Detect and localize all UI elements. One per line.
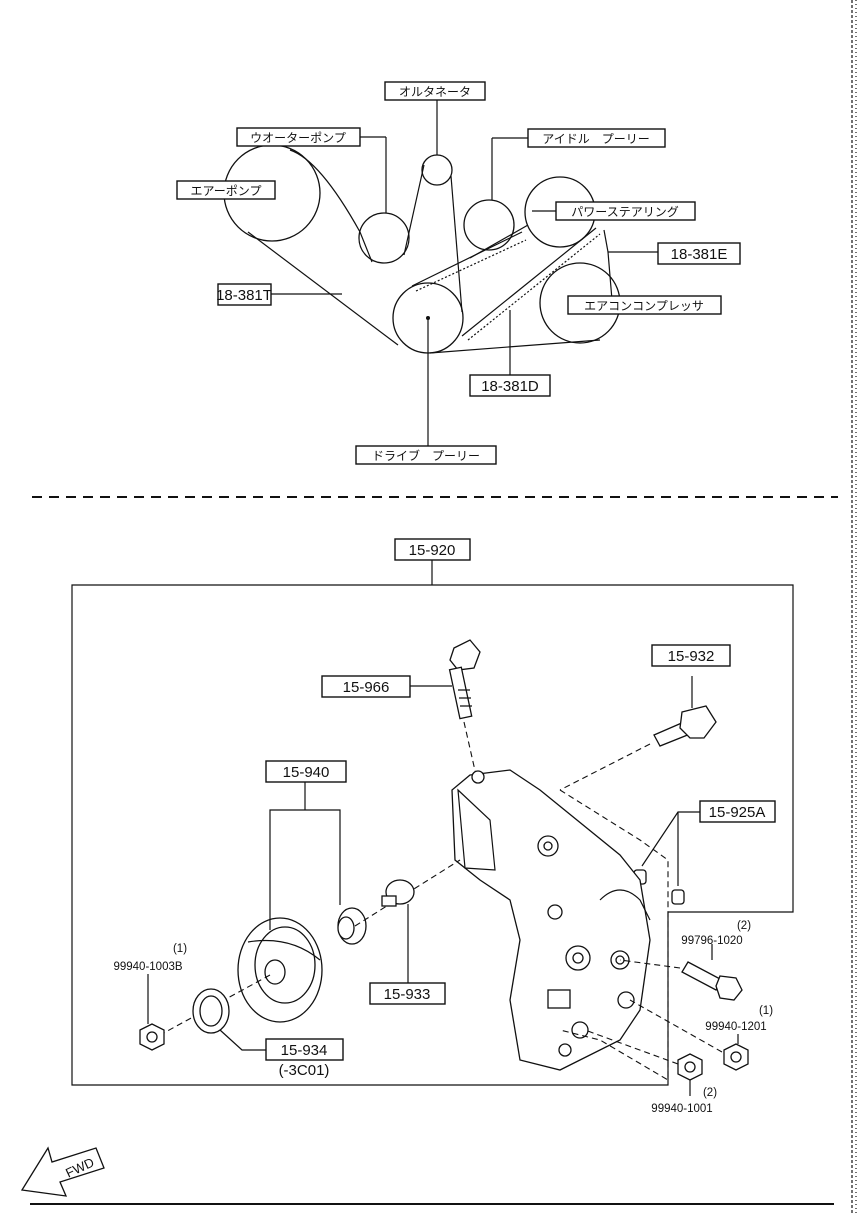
- qty-nut-bottom: (2): [703, 1087, 717, 1099]
- label-nut-left: 99940-1003B: [113, 961, 182, 973]
- label-washer: 15-934: [281, 1042, 328, 1059]
- label-power-steering: パワーステアリング: [571, 205, 678, 219]
- belt-t-upper: [289, 149, 373, 263]
- nut-left: [139, 974, 165, 1051]
- label-idle-pulley: アイドル プーリー: [542, 132, 649, 146]
- right-border: [851, 0, 857, 1214]
- label-belt-t: 18-381T: [216, 287, 272, 304]
- idler-pulley: [159, 859, 461, 1036]
- water-pump-pulley: [358, 212, 410, 264]
- label-belt-d: 18-381D: [481, 378, 539, 395]
- adjust-bolt: [559, 676, 717, 791]
- label-ac-compressor: エアコンコンプレッサ: [584, 299, 704, 313]
- belt-t-lower: [247, 231, 399, 346]
- label-assembly: 15-920: [409, 542, 456, 559]
- qty-bolt-right: (2): [737, 920, 751, 932]
- bracket-body: [451, 769, 651, 1071]
- label-air-pump: エアーポンプ: [191, 184, 262, 198]
- label-belt-e: 18-381E: [671, 246, 728, 263]
- long-bolt: [448, 639, 481, 776]
- label-dowel-pins: 15-925A: [709, 804, 766, 821]
- nut-bottom: [584, 1029, 703, 1096]
- bracket-assembly: 15-920 15-966 15-932 15-925A: [71, 538, 794, 1115]
- qty-nut-left: (1): [173, 943, 187, 955]
- label-alternator: オルタネータ: [399, 85, 471, 99]
- shaft: [381, 879, 415, 983]
- washer: [192, 988, 266, 1051]
- label-adjust-bolt: 15-932: [668, 648, 715, 665]
- belt-t-alt-right: [450, 175, 463, 313]
- belt-t-alt-left: [403, 164, 425, 256]
- label-long-bolt: 15-966: [343, 679, 390, 696]
- belt-diagram: オルタネータ ウオーターポンプ アイドル プーリー エアーポンプ パワーステアリ…: [176, 81, 741, 465]
- dowel-pins: [633, 811, 700, 905]
- fwd-arrow: FWD: [20, 1146, 105, 1197]
- label-drive-pulley: ドライブ プーリー: [372, 448, 480, 463]
- label-shaft: 15-933: [384, 986, 431, 1003]
- bolt-right: [619, 944, 743, 1001]
- qty-nut-right: (1): [759, 1005, 773, 1017]
- label-nut-bottom: 99940-1001: [651, 1103, 712, 1115]
- label-washer-note: (-3C01): [279, 1062, 330, 1079]
- label-water-pump: ウオーターポンプ: [250, 131, 346, 145]
- alternator-pulley: [421, 154, 453, 186]
- nut-right: [629, 999, 749, 1071]
- idle-pulley: [463, 199, 515, 251]
- label-idler-pulley: 15-940: [283, 764, 330, 781]
- assembly-frame: [71, 557, 794, 1086]
- label-nut-right: 99940-1201: [705, 1021, 766, 1033]
- label-bolt-right: 99796-1020: [681, 935, 742, 947]
